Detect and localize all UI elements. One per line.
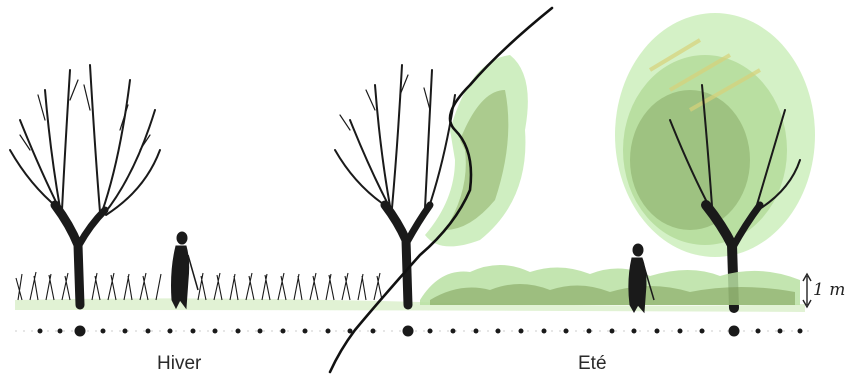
- summer-foliage-center: [425, 55, 528, 246]
- winter-label: Hiver: [157, 353, 201, 375]
- season-divider-line: [330, 8, 552, 372]
- winter-walker: [172, 232, 199, 308]
- winter-tree-left: [10, 65, 160, 305]
- hedge-height-label: 1 m: [813, 280, 845, 300]
- summer-hedge: [420, 265, 800, 305]
- winter-hedge: [16, 272, 382, 300]
- height-arrow: [803, 274, 811, 307]
- winter-tree-center: [335, 65, 455, 305]
- summer-label: Eté: [578, 353, 607, 375]
- planting-row-markers: [15, 326, 815, 337]
